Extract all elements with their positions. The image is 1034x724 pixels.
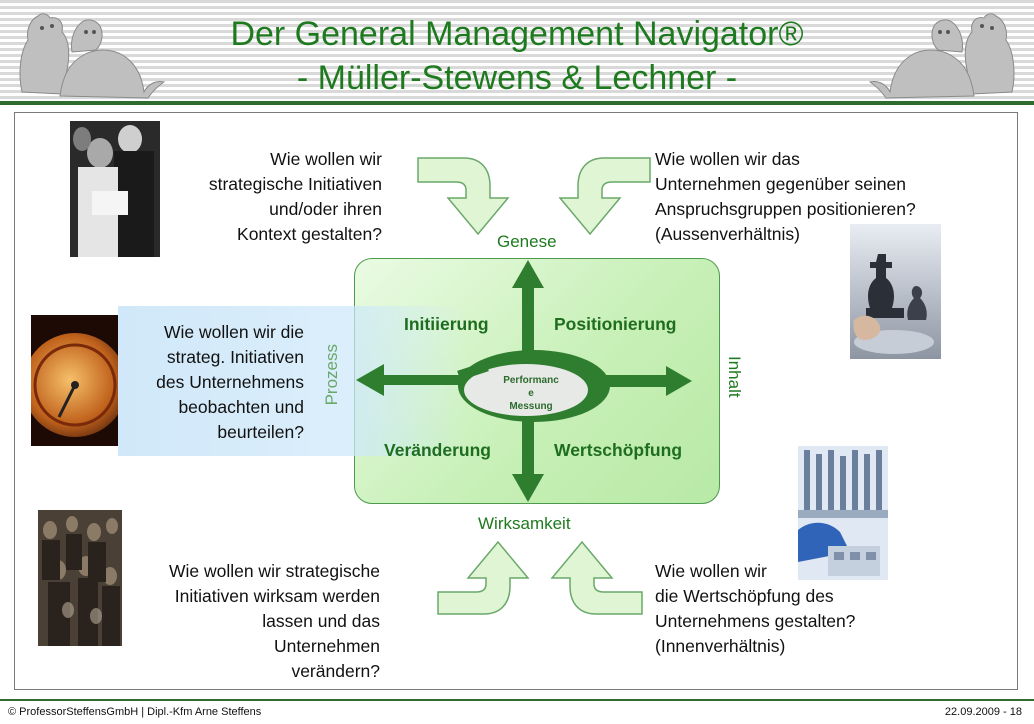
question-bottom-left: Wie wollen wir strategische Initiativen … bbox=[168, 561, 380, 681]
photo-production-line bbox=[798, 446, 888, 580]
footer-copyright: © ProfessorSteffensGmbH | Dipl.-Kfm Arne… bbox=[8, 706, 262, 718]
photo-crowd bbox=[38, 510, 122, 646]
arrow-down bbox=[512, 474, 544, 502]
quadrant-positionierung: Positionierung bbox=[554, 314, 677, 334]
photo-people-reading bbox=[70, 121, 160, 257]
performance-measurement-label: Performanc e Messung bbox=[503, 375, 559, 412]
photo-safe-danger-gauge bbox=[31, 315, 118, 446]
question-middle-left: Wie wollen wir die strateg. Initiativen … bbox=[156, 322, 304, 442]
panther-mascot-right bbox=[868, 13, 1015, 99]
arrow-right bbox=[666, 366, 692, 396]
navigator-axes bbox=[356, 260, 692, 502]
question-top-right: Wie wollen wir das Unternehmen gegenüber… bbox=[655, 149, 916, 244]
page-title-line2: - Müller-Stewens & Lechner - bbox=[296, 59, 738, 97]
curved-arrow-top-left bbox=[417, 157, 510, 236]
axis-label-genese: Genese bbox=[497, 232, 557, 251]
quadrant-initiierung: Initiierung bbox=[404, 314, 489, 334]
question-top-left: Wie wollen wir strategische Initiativen … bbox=[208, 149, 382, 244]
header-rule bbox=[0, 101, 1034, 105]
arrow-up bbox=[512, 260, 544, 288]
header-banner bbox=[0, 0, 1034, 104]
page-title-line1: Der General Management Navigator® bbox=[230, 15, 804, 53]
arrow-left bbox=[356, 364, 384, 396]
footer-date-page: 22.09.2009 - 18 bbox=[944, 706, 1022, 718]
curved-arrow-bottom-left bbox=[437, 540, 530, 615]
curved-arrow-bottom-right bbox=[550, 540, 643, 615]
quadrant-wertschoepfung: Wertschöpfung bbox=[554, 440, 683, 460]
axis-label-prozess: Prozess bbox=[322, 344, 341, 406]
axis-label-inhalt: Inhalt bbox=[725, 356, 744, 398]
photo-chess-pieces bbox=[850, 224, 941, 359]
quadrant-veraenderung: Veränderung bbox=[384, 440, 491, 460]
curved-arrow-top-right bbox=[558, 157, 651, 236]
axis-label-wirksamkeit: Wirksamkeit bbox=[478, 514, 571, 533]
panther-mascot-left bbox=[19, 13, 166, 99]
question-bottom-right: Wie wollen wir die Wertschöpfung des Unt… bbox=[655, 561, 856, 656]
footer-rule bbox=[0, 699, 1034, 701]
